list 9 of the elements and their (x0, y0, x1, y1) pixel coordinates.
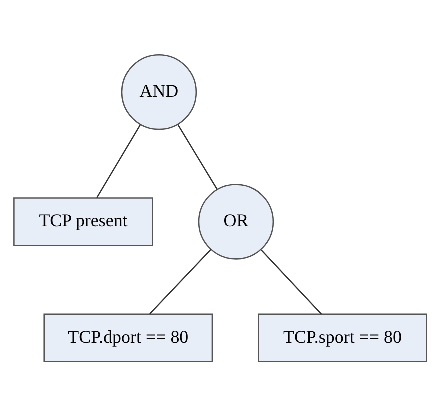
node-circle: OR (198, 184, 274, 260)
node-box: TCP.sport == 80 (258, 313, 427, 362)
node-box: TCP present (13, 197, 153, 246)
node-box: TCP.dport == 80 (43, 313, 213, 362)
connector (260, 249, 322, 314)
connector (177, 124, 218, 190)
connector (149, 248, 212, 314)
connector (96, 124, 141, 198)
node-circle: AND (120, 54, 197, 130)
